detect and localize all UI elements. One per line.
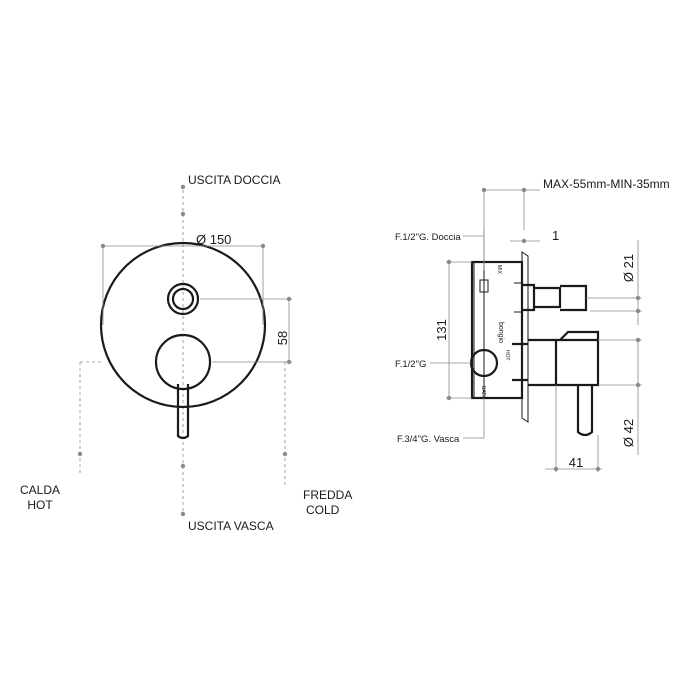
- hot-dot: [77, 451, 83, 457]
- body-mark-brand: bongio: [497, 322, 504, 343]
- dim-handle-dia-text: Ø 42: [621, 419, 636, 447]
- front-view: Ø 150 58 USCITA DOCCIA USCITA VASCA CALD…: [20, 173, 352, 533]
- dim-dot: [286, 296, 292, 302]
- dim-dot: [635, 382, 641, 388]
- dim-dot: [481, 187, 487, 193]
- handle-collar: [528, 338, 558, 387]
- side-view: MAX-55mm-MIN-35mm 1 bongio MIX HOT BATH: [395, 177, 670, 472]
- handle-cap: [559, 330, 600, 341]
- wall-plate: [99, 241, 267, 409]
- diverter-knob-outer: [166, 282, 200, 316]
- handle-lever-side: [576, 385, 594, 437]
- dim-depth-text: 41: [569, 455, 583, 470]
- dim-dot: [635, 308, 641, 314]
- dim-height-text: 58: [275, 331, 290, 345]
- body-mark-mix: MIX: [496, 265, 502, 275]
- dim-dot: [446, 259, 452, 265]
- handle-body: [556, 338, 600, 387]
- spindle-thread: [514, 282, 522, 313]
- dim-diameter-text: Ø 150: [196, 232, 231, 247]
- mixer-lever: [176, 384, 190, 440]
- label-cold-it: FREDDA: [303, 488, 352, 502]
- dim-outlet-dia-text: Ø 21: [621, 254, 636, 282]
- mixer-handle-base: [154, 333, 212, 391]
- dim-max-min-text: MAX-55mm-MIN-35mm: [543, 177, 670, 191]
- spindle-shaft: [534, 286, 562, 309]
- dim-dot: [446, 395, 452, 401]
- dim-dot: [635, 295, 641, 301]
- axis-dot: [180, 463, 186, 469]
- body-mark-bath: BATH: [480, 386, 486, 399]
- label-hot-it: CALDA: [20, 483, 60, 497]
- body-mark-hot: HOT: [504, 350, 510, 361]
- dim-dot: [260, 243, 266, 249]
- dim-dot: [286, 359, 292, 365]
- axis-dot: [180, 511, 186, 517]
- valve-body: [470, 260, 524, 400]
- label-cold-en: COLD: [306, 503, 340, 517]
- dim-dot: [595, 466, 601, 472]
- conn-shower-label: F.1/2"G. Doccia: [395, 232, 461, 243]
- valve-body-stripe: [473, 261, 485, 399]
- label-hot-en: HOT: [27, 498, 53, 512]
- conn-bath-label: F.3/4"G. Vasca: [397, 434, 460, 445]
- axis-dot: [180, 211, 186, 217]
- cold-dot: [282, 451, 288, 457]
- dim-body-height-text: 131: [434, 319, 449, 341]
- dim-offset-text: 1: [552, 228, 559, 243]
- dim-dot: [553, 466, 559, 472]
- dim-dot: [100, 243, 106, 249]
- label-bath-outlet: USCITA VASCA: [188, 519, 274, 533]
- dim-dot: [635, 337, 641, 343]
- diverter-knob-side: [560, 284, 588, 312]
- conn-inlet-label: F.1/2"G: [395, 359, 426, 370]
- diverter-knob-inner: [171, 287, 195, 311]
- shower-fitting: [479, 279, 489, 293]
- axis-dot: [180, 184, 186, 190]
- label-shower-outlet: USCITA DOCCIA: [188, 173, 280, 187]
- dim-dot: [521, 238, 527, 244]
- handle-mount: [512, 342, 528, 382]
- spindle-collar: [522, 283, 536, 312]
